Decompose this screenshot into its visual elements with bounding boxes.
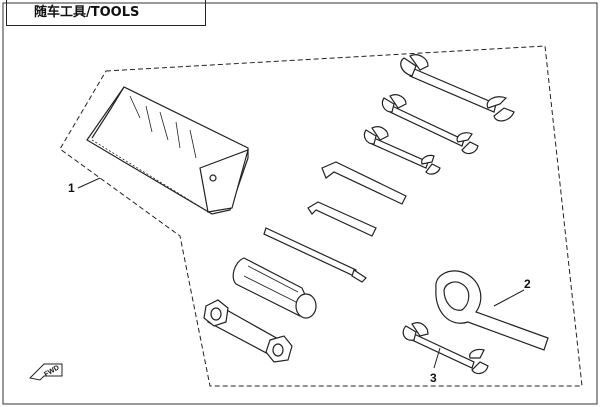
diagram-title: 随车工具/TOOLS [6,0,206,26]
screwdriver-handle [232,257,317,319]
socket-wrench [203,299,293,363]
callout-1: 1 [68,181,75,195]
tool-pouch [86,86,249,215]
callout-3: 3 [430,371,437,385]
callout-2: 2 [524,277,531,291]
open-end-wrench-medium [381,94,479,155]
hex-key-small [307,201,377,237]
hook-spanner-wrench [435,270,549,351]
callout-2-leader [493,289,525,307]
small-double-wrench [402,322,489,375]
open-end-wrench-small [363,126,441,175]
tool-kit-group-outline [59,45,583,387]
open-end-wrench-large [400,54,515,122]
callout-1-leader [77,177,101,189]
screwdriver-shaft [263,227,367,283]
hex-key-large [321,161,407,205]
callout-3-leader [433,347,441,369]
fwd-arrow-icon: FWD [28,363,63,381]
